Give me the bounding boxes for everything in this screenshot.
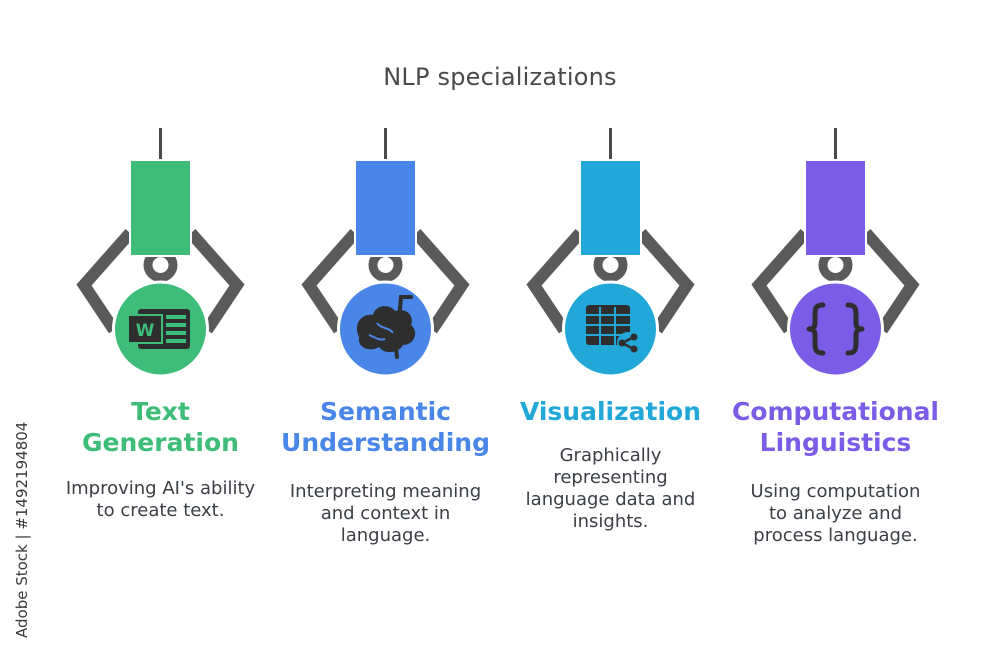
description-line: process language. [753, 525, 918, 546]
description-line: Interpreting meaning [289, 481, 482, 502]
claw-arms [751, 229, 920, 334]
card-title: Visualization [498, 396, 723, 427]
description-line: representing [553, 467, 668, 488]
description-line: and context in [320, 503, 451, 524]
description-line: insights. [572, 511, 649, 532]
card-title: Semantic Understanding [273, 396, 498, 458]
word-document-icon: W [127, 309, 190, 349]
diagram-title: NLP specializations [383, 63, 617, 91]
card-semantic-understanding: Semantic Understanding Interpreting mean… [273, 0, 498, 653]
description-line: Graphically [559, 445, 662, 466]
card-title-line: Linguistics [759, 428, 912, 457]
description-line: language. [340, 525, 431, 546]
table-share-icon [586, 305, 639, 354]
claw-graphic [301, 128, 470, 378]
claw-joint-inner [827, 257, 844, 273]
watermark-text: Adobe Stock | #1492194804 [13, 422, 31, 638]
card-computational-linguistics: Computational Linguistics Using computat… [723, 0, 948, 653]
claw-body [354, 159, 417, 257]
card-description: Interpreting meaning and context in lang… [278, 481, 493, 547]
card-description: Using computation to analyze and process… [728, 481, 943, 547]
card-title-line: Visualization [519, 397, 702, 426]
claw-graphic: W [76, 128, 245, 378]
card-title: Computational Linguistics [723, 396, 948, 458]
svg-text:W: W [136, 321, 155, 341]
description-line: Using computation [750, 481, 921, 502]
brain-icon [356, 295, 416, 359]
claw-graphic [526, 128, 695, 378]
claw-arms [76, 229, 245, 334]
claw-graphic [751, 128, 920, 378]
description-line: language data and [525, 489, 696, 510]
card-title-line: Generation [82, 428, 239, 457]
card-visualization: Visualization Graphically representing l… [498, 0, 723, 653]
claw-arms [526, 229, 695, 334]
card-description: Graphically representing language data a… [503, 445, 718, 533]
claw-joint-inner [152, 257, 169, 273]
card-title-line: Semantic [319, 397, 452, 426]
watermark: Adobe Stock | #1492194804 [13, 422, 31, 638]
card-title-line: Text [131, 397, 190, 426]
curly-braces-icon [806, 302, 865, 356]
description-line: Improving AI's ability [65, 478, 256, 499]
claw-joint-inner [602, 257, 619, 273]
description-line: to create text. [96, 500, 225, 521]
card-title-line: Understanding [281, 428, 490, 457]
claw-body [129, 159, 192, 257]
claw-body [579, 159, 642, 257]
claw-arms [301, 229, 470, 334]
card-text-generation: W Text Generation Improving AI's ability… [48, 0, 273, 653]
card-description: Improving AI's ability to create text. [53, 478, 268, 522]
description-line: to analyze and [768, 503, 903, 524]
claw-joint-inner [377, 257, 394, 273]
card-title-line: Computational [731, 397, 940, 426]
card-title: Text Generation [48, 396, 273, 458]
icon-circle [787, 280, 884, 378]
claw-body [804, 159, 867, 257]
